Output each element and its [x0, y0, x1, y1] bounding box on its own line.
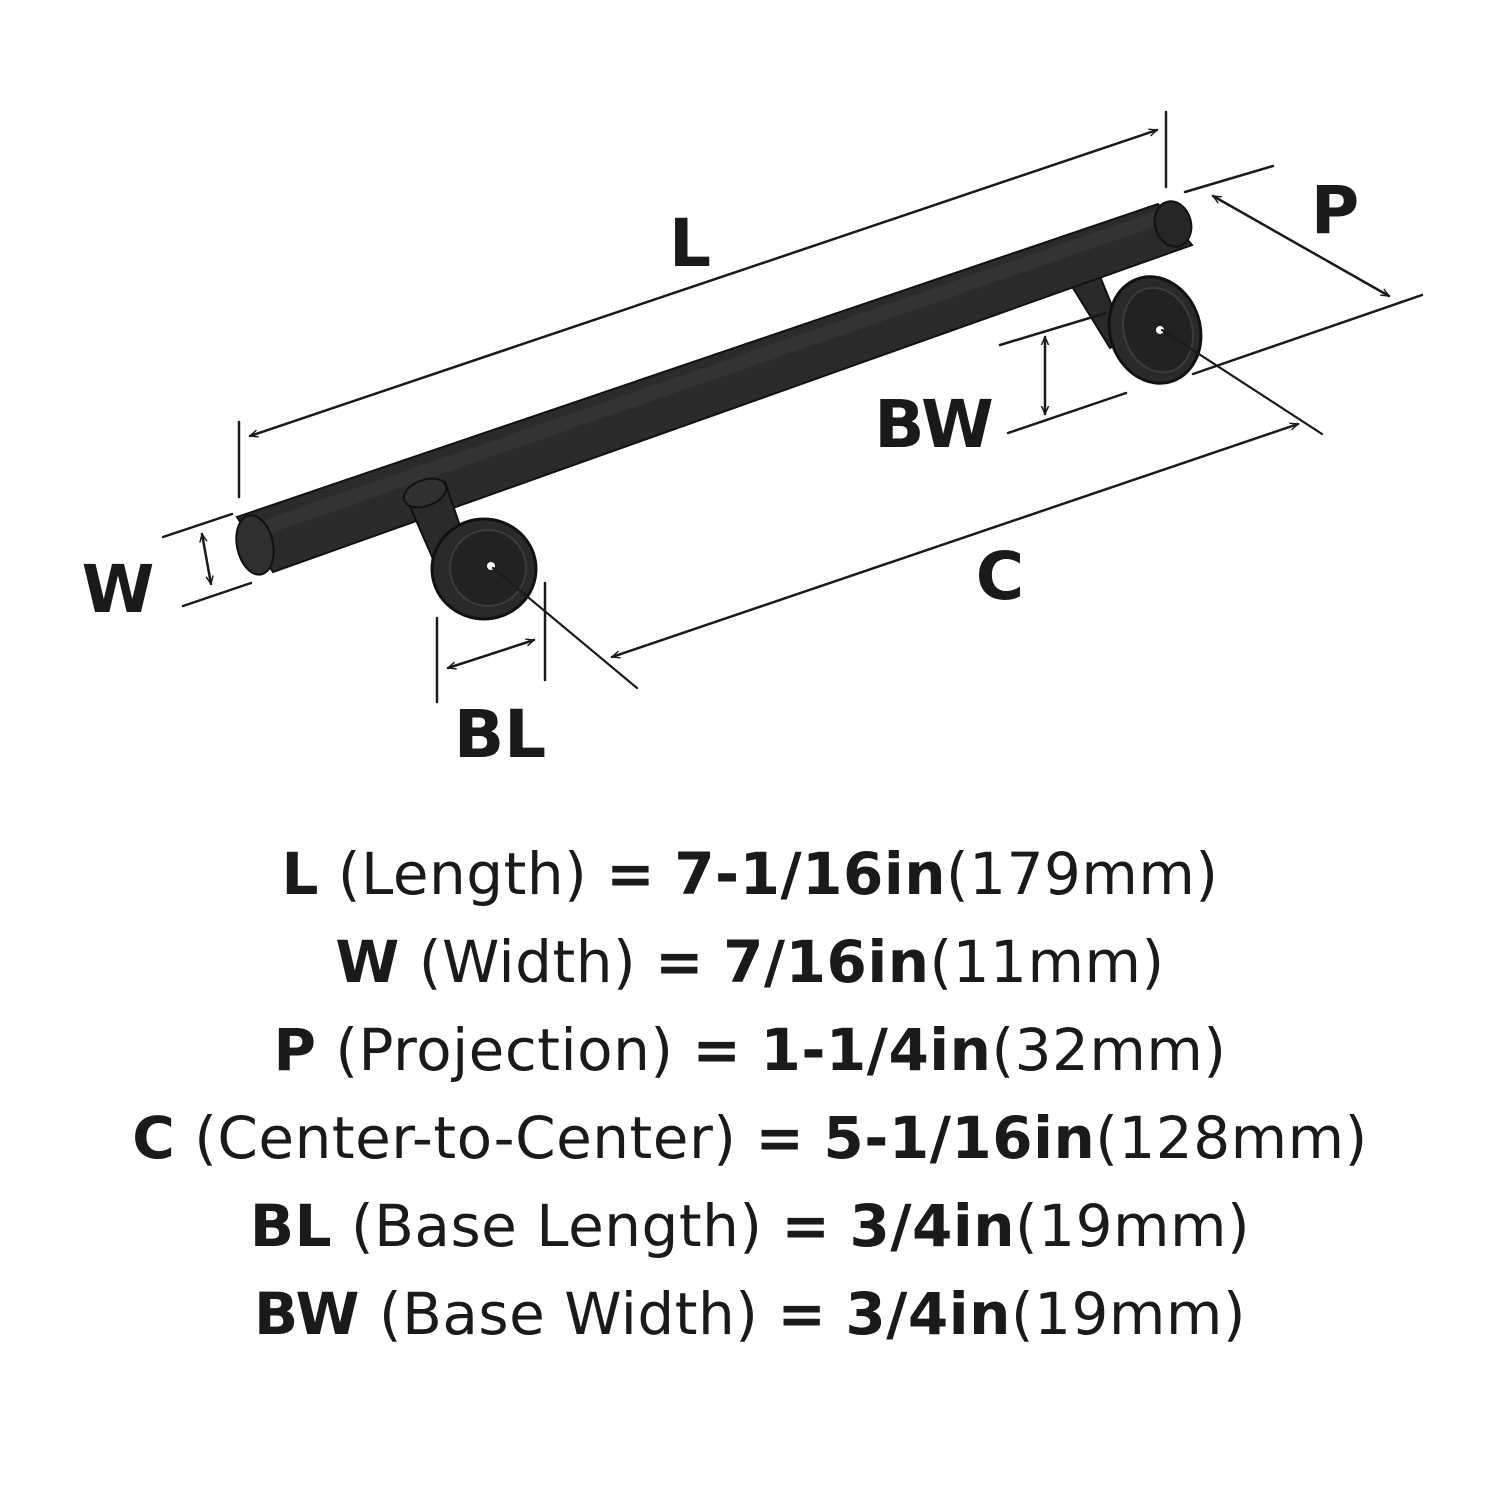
specifications-list: L (Length) = 7-1/16in(179mm) W (Width) =… — [0, 830, 1500, 1358]
spec-imperial: 3/4in — [849, 1192, 1016, 1260]
spec-row-center-to-center: C (Center-to-Center) = 5-1/16in(128mm) — [0, 1094, 1500, 1182]
projection-extension-top — [1183, 164, 1275, 194]
handle-bar — [235, 200, 1194, 576]
length-dimension-arrow — [250, 130, 1157, 436]
spec-equals: = — [755, 1104, 805, 1172]
dimension-diagram: L P BW W C BL — [82, 110, 1424, 773]
spec-equals: = — [655, 928, 705, 996]
spec-imperial: 5-1/16in — [823, 1104, 1096, 1172]
spec-imperial: 1-1/4in — [760, 1016, 992, 1084]
center-line-right — [1160, 328, 1324, 436]
base-width-label: BW — [874, 386, 994, 463]
base-width-extension-top — [998, 311, 1108, 347]
spec-row-base-width: BW (Base Width) = 3/4in(19mm) — [0, 1270, 1500, 1358]
center-to-center-dimension-arrow — [612, 424, 1298, 657]
spec-row-length: L (Length) = 7-1/16in(179mm) — [0, 830, 1500, 918]
spec-code: C — [132, 1104, 176, 1172]
projection-extension-bottom — [1191, 293, 1424, 376]
spec-metric: (19mm) — [1010, 1280, 1246, 1348]
width-extension-bottom — [181, 581, 253, 608]
width-extension-top — [161, 512, 234, 539]
spec-code: P — [273, 1016, 317, 1084]
projection-label: P — [1311, 172, 1359, 249]
center-line-left — [491, 566, 639, 690]
spec-equals: = — [781, 1192, 831, 1260]
cabinet-pull-handle — [235, 200, 1203, 621]
spec-name: (Base Length) — [351, 1192, 763, 1260]
spec-metric: (19mm) — [1015, 1192, 1251, 1260]
spec-row-base-length: BL (Base Length) = 3/4in(19mm) — [0, 1182, 1500, 1270]
spec-row-width: W (Width) = 7/16in(11mm) — [0, 918, 1500, 1006]
projection-dimension-arrow — [1213, 194, 1389, 298]
spec-metric: (179mm) — [946, 840, 1219, 908]
spec-imperial: 7-1/16in — [674, 840, 947, 908]
dimension-lines — [161, 110, 1424, 704]
spec-row-projection: P (Projection) = 1-1/4in(32mm) — [0, 1006, 1500, 1094]
spec-metric: (128mm) — [1095, 1104, 1368, 1172]
spec-code: L — [281, 840, 319, 908]
width-dimension-arrow — [202, 534, 211, 584]
spec-name: (Base Width) — [378, 1280, 759, 1348]
width-label: W — [82, 551, 155, 628]
spec-equals: = — [692, 1016, 742, 1084]
base-length-dimension-arrow — [448, 640, 534, 668]
spec-name: (Width) — [418, 928, 637, 996]
spec-code: W — [335, 928, 400, 996]
base-width-extension-bottom — [1006, 391, 1128, 435]
spec-name: (Projection) — [335, 1016, 674, 1084]
spec-code: BL — [249, 1192, 333, 1260]
spec-equals: = — [777, 1280, 827, 1348]
spec-metric: (11mm) — [929, 928, 1165, 996]
base-length-label: BL — [454, 696, 546, 773]
left-post — [402, 477, 538, 621]
center-to-center-label: C — [976, 538, 1024, 615]
spec-equals: = — [606, 840, 656, 908]
spec-code: BW — [253, 1280, 360, 1348]
spec-imperial: 3/4in — [845, 1280, 1011, 1348]
spec-name: (Length) — [337, 840, 588, 908]
spec-metric: (32mm) — [991, 1016, 1227, 1084]
spec-name: (Center-to-Center) — [194, 1104, 737, 1172]
spec-imperial: 7/16in — [723, 928, 930, 996]
length-label: L — [669, 205, 711, 282]
